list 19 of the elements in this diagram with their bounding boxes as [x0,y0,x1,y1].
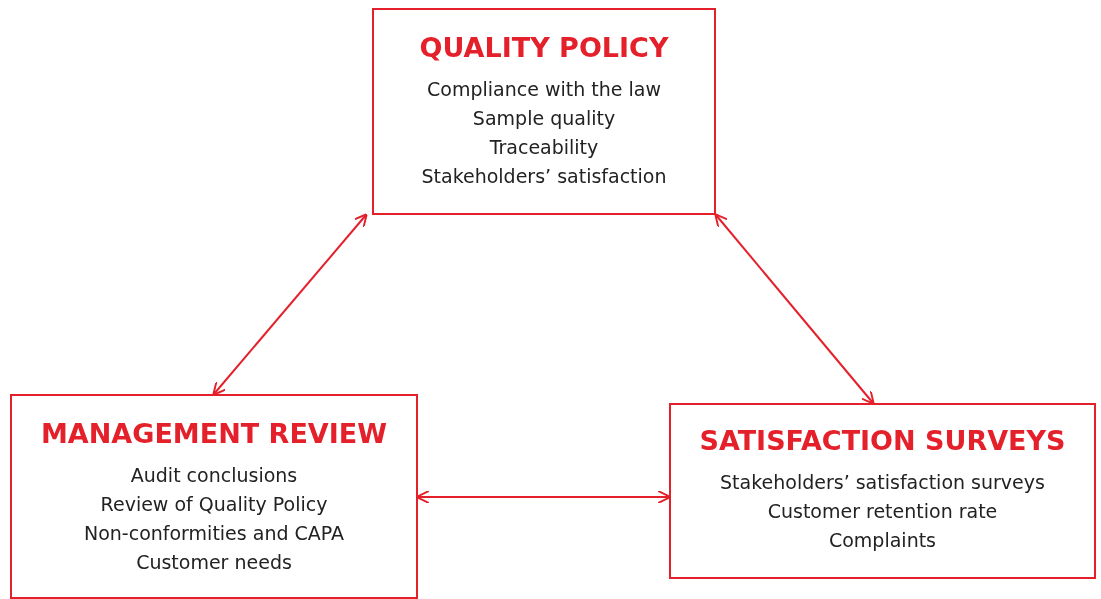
list-item: Non-conformities and CAPA [82,521,346,546]
list-item: Compliance with the law [426,77,662,102]
double-arrow [212,213,368,396]
double-arrow [714,213,875,405]
list-item: Complaints [827,528,938,553]
list-item: Customer needs [135,550,293,575]
text-box [669,403,1096,579]
heading: QUALITY POLICY [418,32,670,63]
text-box [372,8,716,215]
list-item: Sample quality [471,106,617,131]
list-item: Customer retention rate [766,499,999,524]
list-item: Stakeholders’ satisfaction [420,164,668,189]
list-item: Review of Quality Policy [99,492,329,517]
list-item: Traceability [488,135,600,160]
list-item: Stakeholders’ satisfaction surveys [719,470,1046,495]
heading: SATISFACTION SURVEYS [698,425,1067,456]
heading: MANAGEMENT REVIEW [40,418,388,449]
text-box [10,394,418,599]
list-item: Audit conclusions [129,463,299,488]
